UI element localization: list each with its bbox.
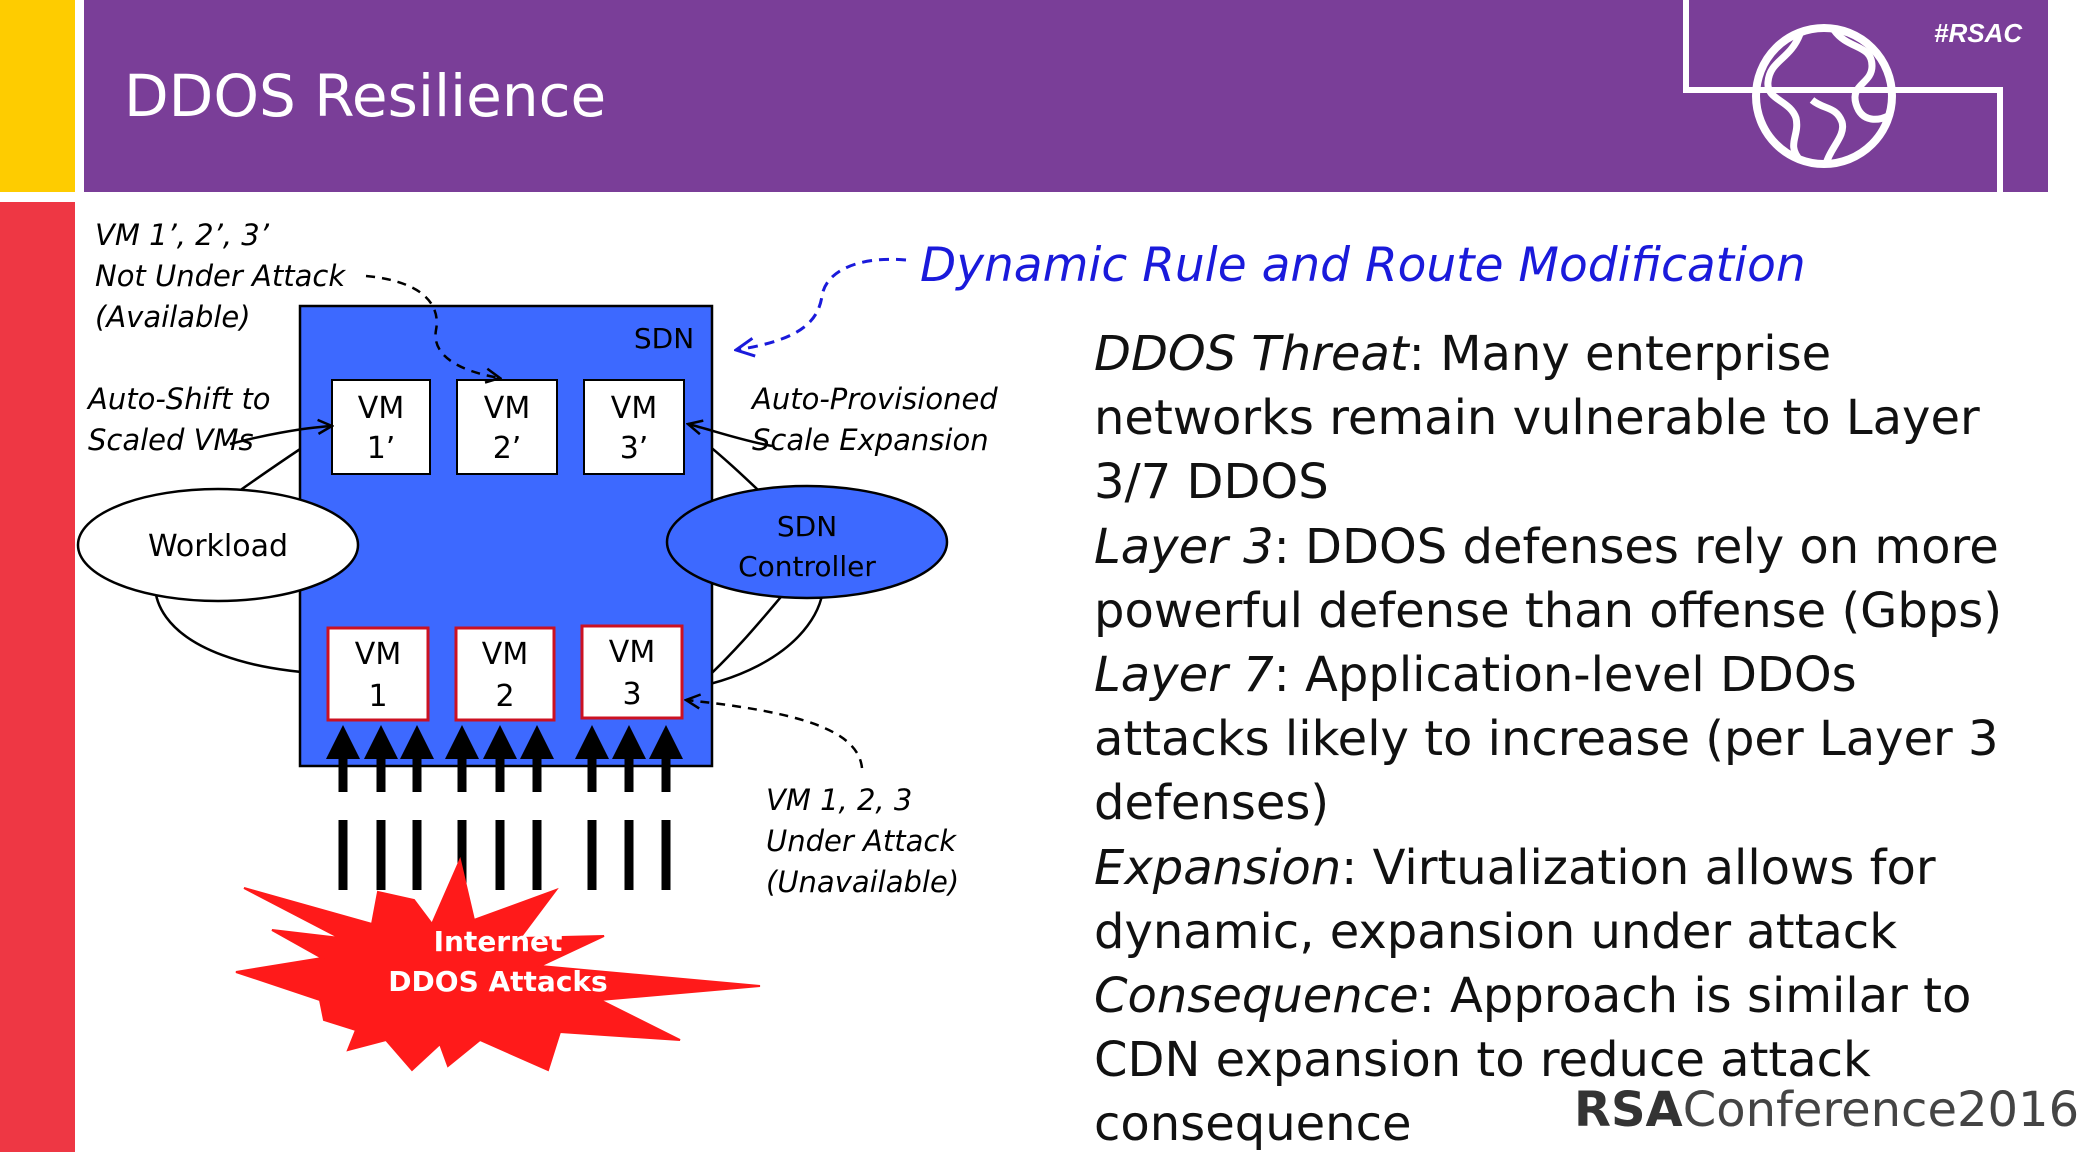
not-under-attack-line2: Not Under Attack (95, 259, 346, 293)
vm-scaled-1-line2: 1’ (367, 431, 396, 466)
auto-provisioned-line2: Scale Expansion (752, 423, 989, 457)
rsa-logo-mark: RSA (1574, 1082, 1683, 1138)
dynamic-rule-arrow (736, 257, 907, 350)
point-layer-3: Layer 3: DDOS defenses rely on more powe… (1094, 515, 2040, 643)
auto-provisioned-line1: Auto-Provisioned (750, 382, 998, 416)
auto-provision-arrow (688, 424, 773, 448)
attack-label-line1: Internet (434, 925, 563, 958)
vm-scaled-3-line1: VM (611, 391, 657, 426)
vm-attacked-1: VM 1 (326, 626, 430, 722)
point-consequence: Consequence: Approach is similar to CDN … (1094, 964, 2040, 1157)
vm-scaled-3: VM 3’ (583, 379, 685, 475)
point-layer-7-term: Layer 7 (1094, 647, 1274, 704)
point-consequence-text: : Approach is similar to CDN expansion t… (1094, 968, 1972, 1153)
vm-attacked-2: VM 2 (454, 626, 556, 722)
vm-attacked-1-line1: VM (355, 637, 401, 672)
body-text: DDOS Threat: Many enterprise networks re… (1094, 322, 2040, 1157)
point-expansion: Expansion: Virtualization allows for dyn… (1094, 836, 2040, 964)
globe-badge (1683, 0, 2003, 192)
not-under-attack-line3: (Available) (95, 300, 251, 334)
accent-bar-yellow (0, 0, 75, 192)
point-layer-7: Layer 7: Application-level DDOs attacks … (1094, 643, 2040, 836)
point-layer-3-term: Layer 3 (1094, 518, 1274, 575)
point-expansion-text: : Virtualization allows for dynamic, exp… (1094, 839, 1936, 960)
point-ddos-threat: DDOS Threat: Many enterprise networks re… (1094, 322, 2040, 515)
vm-attacked-3: VM 3 (580, 624, 684, 720)
sdn-controller-line2: Controller (738, 550, 876, 583)
vm-attacked-2-line1: VM (482, 637, 528, 672)
sdn-controller-node: SDN Controller (665, 484, 949, 600)
sdn-controller-line1: SDN (777, 510, 837, 543)
rsa-conference-logo: RSAConference2016 (1574, 1082, 2079, 1138)
point-ddos-threat-term: DDOS Threat (1094, 326, 1409, 382)
auto-shift-line1: Auto-Shift to (86, 382, 271, 416)
under-attack-line2: Under Attack (766, 824, 957, 858)
dynamic-rule-heading: Dynamic Rule and Route Modification (920, 238, 1806, 293)
attack-arrows (326, 725, 683, 890)
header-band (84, 0, 2048, 192)
rsa-logo-conference: Conference2016 (1682, 1082, 2079, 1138)
vm-scaled-2: VM 2’ (456, 379, 558, 475)
not-under-attack-line1: VM 1’, 2’, 3’ (95, 218, 270, 252)
vm-attacked-3-line1: VM (609, 635, 655, 670)
under-attack-line3: (Unavailable) (766, 865, 959, 899)
under-attack-line1: VM 1, 2, 3 (766, 783, 912, 817)
point-consequence-term: Consequence (1094, 968, 1419, 1025)
vm-attacked-3-line2: 3 (622, 677, 641, 712)
point-layer-3-text: : DDOS defenses rely on more powerful de… (1094, 518, 2003, 639)
vm-scaled-3-line2: 3’ (620, 431, 649, 466)
vm-attacked-2-line2: 2 (495, 679, 514, 714)
page-title: DDOS Resilience (124, 62, 607, 130)
sdn-box-label: SDN (634, 322, 694, 355)
available-arrow (365, 274, 500, 378)
workload-node: Workload (76, 487, 360, 603)
ddos-explosion: Internet DDOS Attacks (235, 856, 761, 1072)
point-layer-7-text: : Application-level DDOs attacks likely … (1094, 647, 1999, 832)
vm-scaled-1-line1: VM (358, 391, 404, 426)
point-expansion-term: Expansion (1094, 839, 1342, 896)
vm-attacked-1-line2: 1 (368, 679, 387, 714)
vm-scaled-2-line2: 2’ (493, 431, 522, 466)
auto-shift-arrow (229, 426, 332, 446)
auto-shift-line2: Scaled VMs (88, 423, 254, 457)
under-attack-arrow (686, 700, 864, 769)
globe-icon (1752, 24, 1896, 168)
vm-scaled-2-line1: VM (484, 391, 530, 426)
accent-bar-red (0, 202, 75, 1152)
vm-scaled-1: VM 1’ (331, 379, 431, 475)
attack-label-line2: DDOS Attacks (388, 965, 607, 998)
workload-label: Workload (148, 529, 288, 564)
point-ddos-threat-text: : Many enterprise networks remain vulner… (1094, 326, 1980, 511)
hashtag-label: #RSAC (1934, 18, 2023, 48)
